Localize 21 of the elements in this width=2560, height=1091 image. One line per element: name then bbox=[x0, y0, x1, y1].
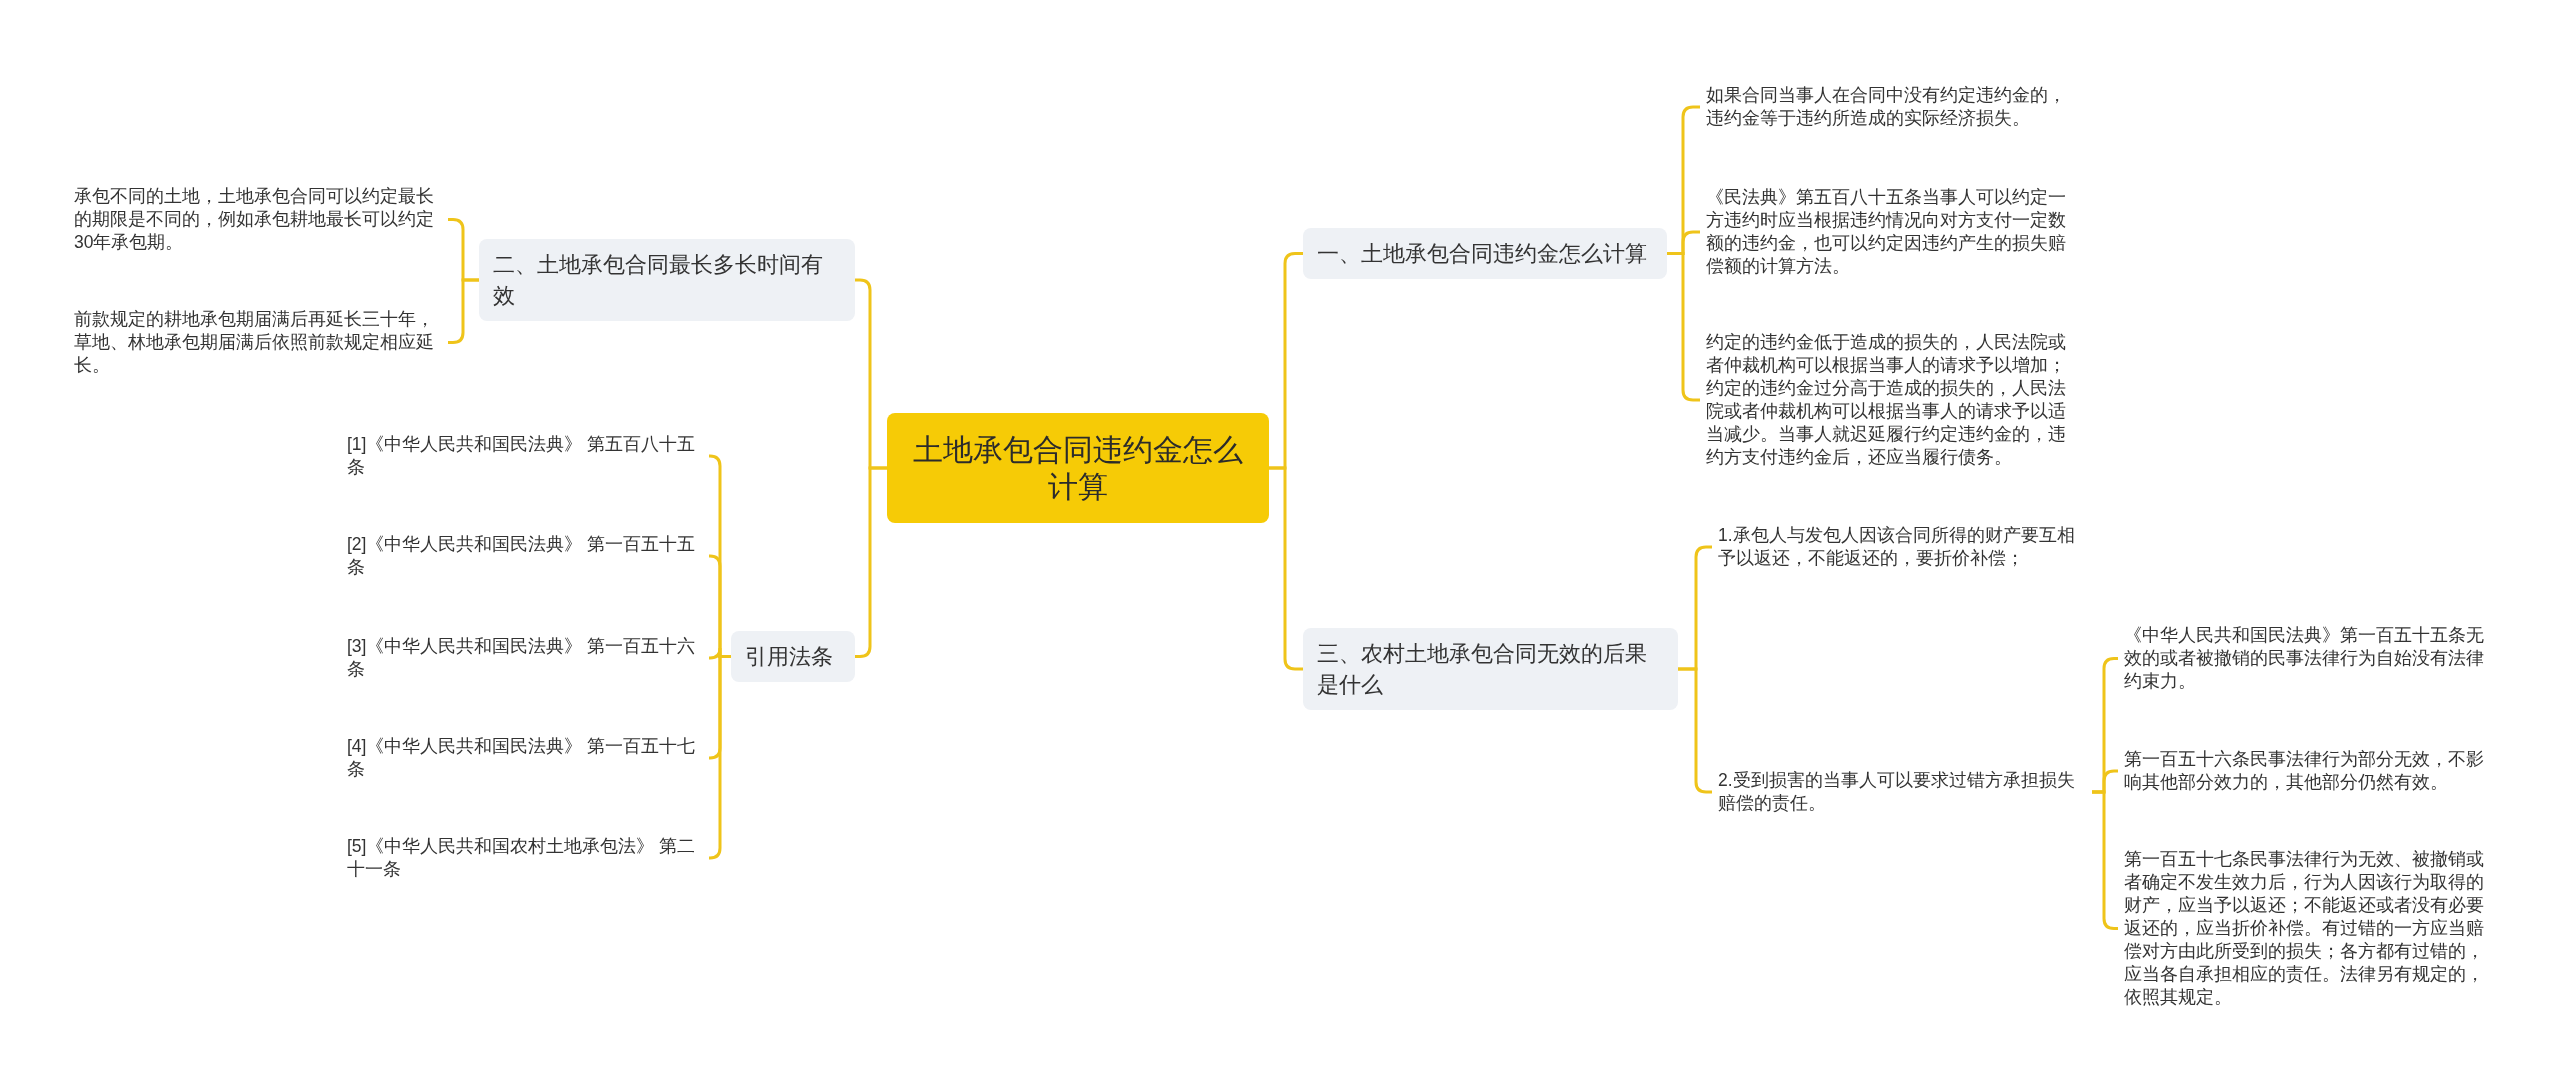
topic-text: 如果合同当事人在合同中没有约定违约金的，违约金等于违约所造成的实际经济损失。 bbox=[1700, 81, 2080, 133]
topic-text: 约定的违约金低于造成的损失的，人民法院或者仲裁机构可以根据当事人的请求予以增加；约定的违约金过分高于造成的损失的，人民法院或者仲裁机构可以根据当事人的请求予以适当减少。当事人就迟延履行约定违约金的，违约方支付违约金后，还应当履行债务。 bbox=[1700, 328, 2080, 472]
topic-box: 三、农村土地承包合同无效的后果是什么 bbox=[1303, 628, 1678, 710]
topic-text: 第一百五十六条民事法律行为部分无效，不影响其他部分效力的，其他部分仍然有效。 bbox=[2118, 745, 2498, 797]
topic-text: [2]《中华人民共和国民法典》 第一百五十五条 bbox=[341, 530, 709, 582]
topic-text: 1.承包人与发包人因该合同所得的财产要互相予以返还，不能返还的，要折价补偿； bbox=[1712, 521, 2092, 573]
topic-text: 第一百五十七条民事法律行为无效、被撤销或者确定不发生效力后，行为人因该行为取得的财产，应当予以返还；不能返还或者没有必要返还的，应当折价补偿。有过错的一方应当赔偿对方由此所受到的损失；各方都有过错的，应当各自承担相应的责任。法律另有规定的，依照其规定。 bbox=[2118, 845, 2498, 1012]
topic-text: 《民法典》第五百八十五条当事人可以约定一方违约时应当根据违约情况向对方支付一定数额的违约金，也可以约定因违约产生的损失赔偿额的计算方法。 bbox=[1700, 183, 2080, 281]
topic-text: [4]《中华人民共和国民法典》 第一百五十七条 bbox=[341, 732, 709, 784]
topic-text: 前款规定的耕地承包期届满后再延长三十年，草地、林地承包期届满后依照前款规定相应延长。 bbox=[68, 305, 448, 380]
topic-text: [3]《中华人民共和国民法典》 第一百五十六条 bbox=[341, 632, 709, 684]
topic-box: 引用法条 bbox=[731, 631, 855, 682]
central-topic-box: 土地承包合同违约金怎么计算 bbox=[887, 413, 1269, 523]
topic-text: 2.受到损害的当事人可以要求过错方承担损失赔偿的责任。 bbox=[1712, 766, 2092, 818]
topic-text: 承包不同的土地，土地承包合同可以约定最长的期限是不同的，例如承包耕地最长可以约定30年承包期。 bbox=[68, 182, 448, 257]
topic-text: [5]《中华人民共和国农村土地承包法》 第二十一条 bbox=[341, 832, 709, 884]
topic-box: 二、土地承包合同最长多长时间有效 bbox=[479, 239, 855, 321]
topic-text: [1]《中华人民共和国民法典》 第五百八十五条 bbox=[341, 430, 709, 482]
topic-box: 一、土地承包合同违约金怎么计算 bbox=[1303, 228, 1667, 279]
connector-line bbox=[1269, 466, 1303, 671]
topic-text: 《中华人民共和国民法典》第一百五十五条无效的或者被撤销的民事法律行为自始没有法律约束力。 bbox=[2118, 621, 2498, 696]
